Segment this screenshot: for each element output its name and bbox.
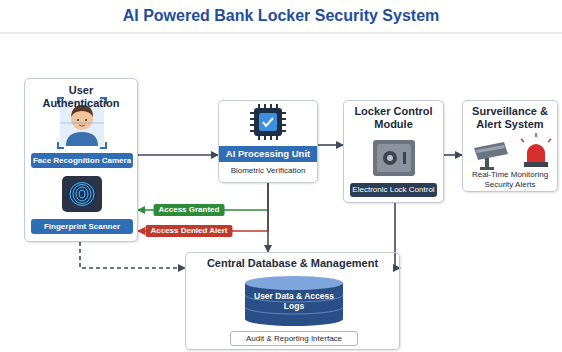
group-box: User AuthenticationFace Recognition Came…: [24, 78, 138, 242]
node-text: User Data & Access Logs: [254, 292, 334, 312]
connector-arrow: [444, 154, 462, 156]
node-text: Biometric Verification: [221, 166, 315, 176]
process-box: AI Processing UnitBiometric Verification: [218, 100, 318, 183]
process-box: Locker Control ModuleElectronic Lock Con…: [343, 100, 444, 203]
node-text: Real-Time Monitoring Security Alerts: [465, 170, 555, 189]
chip-icon: [250, 104, 286, 140]
node-text: Electronic Lock Control: [350, 183, 437, 197]
node-text: Fingerprint Scanner: [44, 223, 120, 231]
safe-icon: [373, 140, 415, 176]
connector-arrow: [267, 183, 269, 252]
database-box: Central Database & ManagementUser Data &…: [185, 252, 400, 350]
connector-arrow: [138, 154, 218, 156]
node-text: Audit & Reporting Interface: [246, 335, 342, 343]
node-text: Surveillance & Alert System: [465, 105, 555, 131]
diagram-title: AI Powered Bank Locker Security System: [0, 7, 562, 25]
process-box: Surveillance & Alert SystemReal-Time Mon…: [462, 100, 558, 192]
node-text: AI Processing Unit: [219, 146, 317, 162]
connector-arrow: [138, 183, 268, 231]
interface-label: Audit & Reporting Interface: [230, 331, 358, 346]
camera-siren-icon: [474, 133, 551, 170]
fingerprint-scanner-icon: [62, 176, 102, 212]
edge-label: Access Denied Alert: [145, 225, 232, 237]
node-text: Face Recognition Camera: [33, 157, 131, 165]
device-label: Face Recognition Camera: [31, 153, 133, 168]
connector-arrow: [318, 144, 343, 146]
node-text: User Authentication: [27, 84, 135, 110]
connector-arrow: [80, 242, 185, 268]
device-label: Fingerprint Scanner: [31, 219, 133, 234]
database-cylinder: User Data & Access Logs: [244, 275, 344, 327]
node-text: Central Database & Management: [188, 257, 397, 270]
edge-label: Access Granted: [154, 204, 225, 216]
node-text: Locker Control Module: [346, 105, 441, 131]
title-rule: [0, 33, 562, 34]
